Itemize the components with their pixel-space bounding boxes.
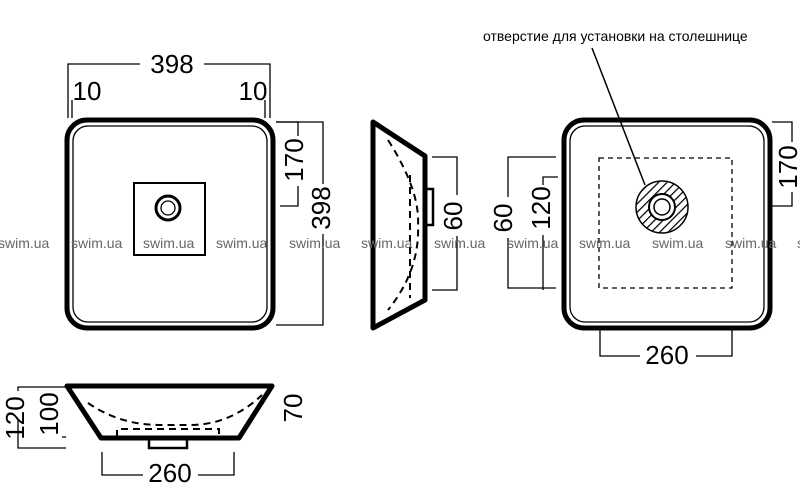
base-footprint: [598, 157, 733, 289]
front-drain: [147, 436, 189, 450]
dim-120: [542, 176, 558, 290]
watermarks: swim.ua swim.ua swim.ua swim.ua swim.ua …: [0, 235, 800, 251]
watermark: swim.ua: [289, 235, 341, 251]
dim-rim-left-label: 10: [73, 76, 102, 106]
dim-rim-height-label: 70: [278, 394, 308, 423]
dim-398-depth: [276, 121, 324, 326]
mounting-hole-annotation: отверстие для установки на столешнице: [483, 28, 748, 44]
side-view: 60: [370, 119, 468, 331]
basin-outline: [64, 117, 276, 331]
dim-hole-a-label: 120: [526, 186, 556, 229]
dim-drain-height-label: 60: [438, 202, 468, 231]
dim-60: [432, 156, 458, 291]
basin-outline-mount: [561, 117, 773, 331]
dim-total-height-label: 120: [0, 396, 30, 439]
dim-10-rims: [71, 100, 266, 118]
dim-260-mount: [599, 330, 733, 357]
dim-width-label: 398: [150, 49, 193, 79]
dim-170-mount: [772, 121, 793, 207]
watermark: swim.ua: [71, 235, 123, 251]
dim-front-width-label: 260: [148, 458, 191, 487]
basin-inner-rim: [72, 125, 268, 323]
watermark: swim.ua: [725, 235, 777, 251]
watermark: swim.ua: [507, 235, 559, 251]
front-profile: [64, 383, 275, 441]
dim-60-mount: [507, 156, 556, 289]
watermark: swim.ua: [434, 235, 486, 251]
watermark: swim.ua: [797, 235, 800, 251]
side-profile: [370, 119, 428, 331]
dim-depth-label: 398: [306, 186, 336, 229]
drain-plate: [133, 182, 206, 256]
dim-hole-b-label: 60: [488, 204, 518, 233]
dim-base-width-label: 260: [645, 340, 688, 370]
side-drain: [423, 187, 435, 227]
drain-icon: [154, 194, 182, 222]
watermark: swim.ua: [361, 235, 413, 251]
watermark: swim.ua: [579, 235, 631, 251]
watermark: swim.ua: [652, 235, 704, 251]
top-view: 398 10 10 170 398: [64, 49, 336, 331]
watermark: swim.ua: [216, 235, 268, 251]
dim-drain-offset-label: 170: [279, 138, 309, 181]
mount-view: отверстие для установки на столешнице 17…: [483, 28, 800, 370]
dim-rim-right-label: 10: [239, 76, 268, 106]
dim-120-front: [17, 386, 66, 449]
front-view: 120 100 70 260: [0, 383, 308, 487]
dim-260-front: [101, 452, 235, 476]
dim-mount-offset-label: 170: [773, 145, 800, 188]
watermark: swim.ua: [0, 235, 50, 251]
watermark: swim.ua: [143, 235, 195, 251]
dim-398-width: [67, 63, 271, 118]
dim-bowl-height-label: 100: [34, 392, 64, 435]
leader-line: [591, 47, 646, 186]
